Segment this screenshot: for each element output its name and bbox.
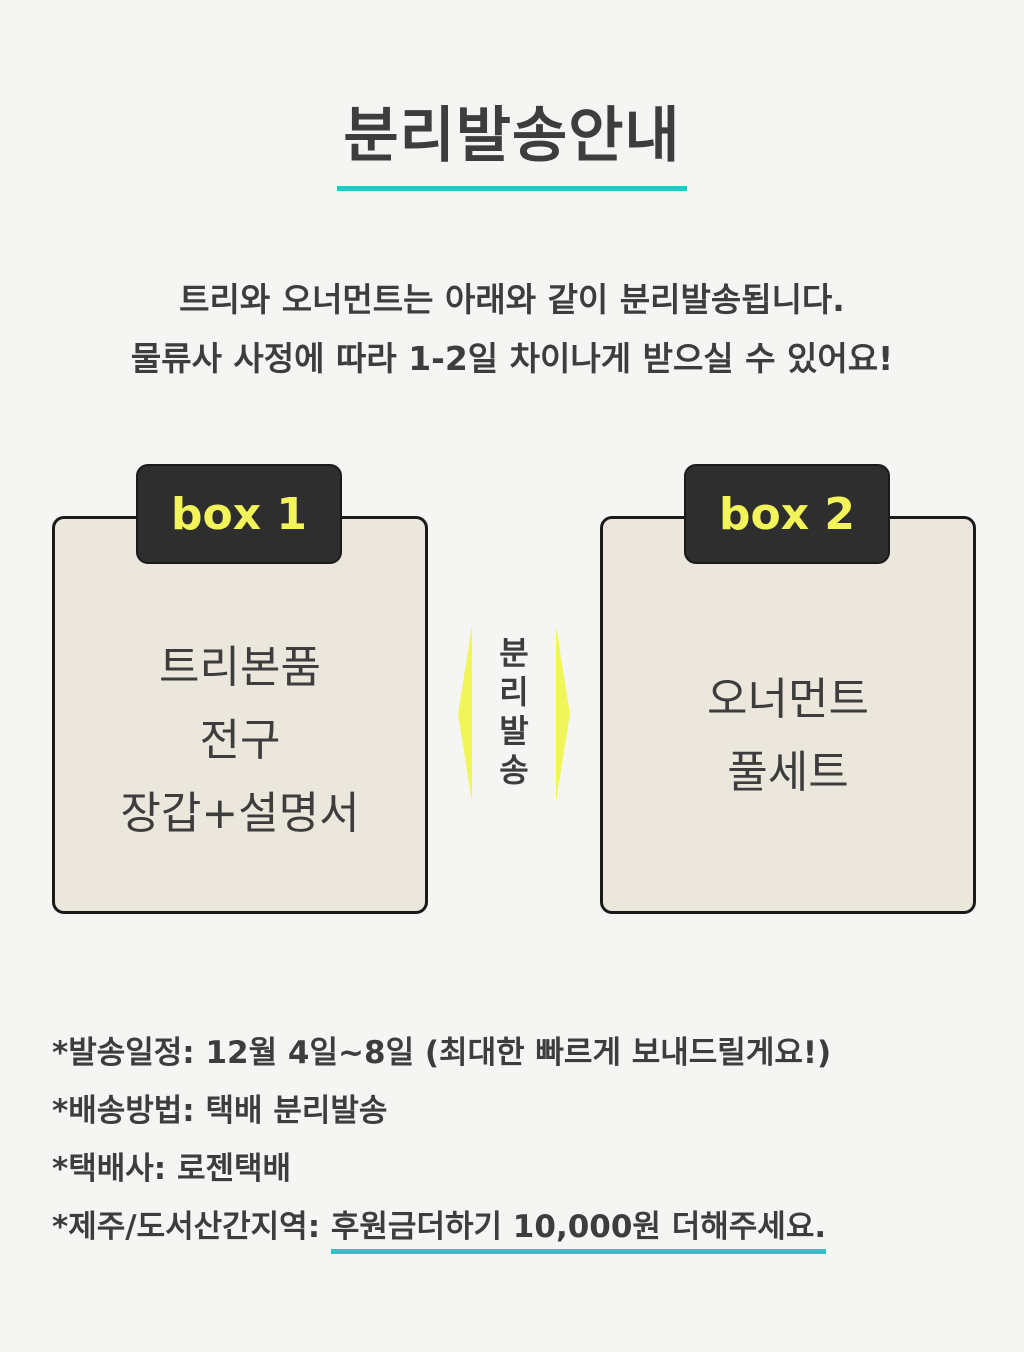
- separate-shipping-char: 송: [499, 751, 529, 789]
- box-1-label: box 1: [136, 464, 342, 564]
- separate-shipping-label: 분 리 발 송: [458, 634, 570, 790]
- double-arrow-icon: [458, 626, 570, 802]
- box-1-item-gloves-manual: 장갑+설명서: [120, 788, 360, 839]
- box-1-item-lights: 전구: [199, 715, 281, 766]
- intro-line-1: 트리와 오너먼트는 아래와 같이 분리발송됩니다.: [179, 280, 845, 319]
- intro-line-2: 물류사 사정에 따라 1-2일 차이나게 받으실 수 있어요!: [130, 339, 894, 378]
- note-courier: *택배사: 로젠택배: [52, 1151, 292, 1187]
- note-jeju: *제주/도서산간지역: 후원금더하기 10,000원 더해주세요.: [52, 1198, 992, 1256]
- separate-shipping-char: 분: [499, 634, 529, 672]
- shipping-notes: *발송일정: 12월 4일~8일 (최대한 빠르게 보내드릴게요!) *배송방법…: [52, 1024, 992, 1256]
- box-2-card: 오너먼트 풀세트: [600, 516, 976, 914]
- note-jeju-label: *제주/도서산간지역:: [52, 1209, 331, 1245]
- title-section: 분리발송안내: [0, 100, 1024, 191]
- separate-shipping-char: 리: [499, 673, 529, 711]
- left-arrow-icon: [458, 626, 472, 802]
- separate-shipping-char: 발: [499, 712, 529, 750]
- box-1-item-tree: 트리본품: [159, 642, 321, 693]
- right-arrow-icon: [556, 626, 570, 802]
- box-2-item-ornaments: 오너먼트: [707, 674, 869, 725]
- note-method: *배송방법: 택배 분리발송: [52, 1093, 388, 1129]
- separate-shipping-indicator: 분 리 발 송: [458, 626, 570, 802]
- box-1-contents: 트리본품 전구 장갑+설명서: [55, 631, 425, 850]
- box-2-label: box 2: [684, 464, 890, 564]
- box-1-card: 트리본품 전구 장갑+설명서: [52, 516, 428, 914]
- note-jeju-value: 후원금더하기 10,000원 더해주세요.: [330, 1209, 827, 1254]
- note-schedule: *발송일정: 12월 4일~8일 (최대한 빠르게 보내드릴게요!): [52, 1035, 832, 1071]
- page-title: 분리발송안내: [337, 100, 687, 191]
- box-2-item-full-set: 풀세트: [727, 747, 849, 798]
- box-2-contents: 오너먼트 풀세트: [603, 663, 973, 809]
- intro-text: 트리와 오너먼트는 아래와 같이 분리발송됩니다. 물류사 사정에 따라 1-2…: [0, 270, 1024, 388]
